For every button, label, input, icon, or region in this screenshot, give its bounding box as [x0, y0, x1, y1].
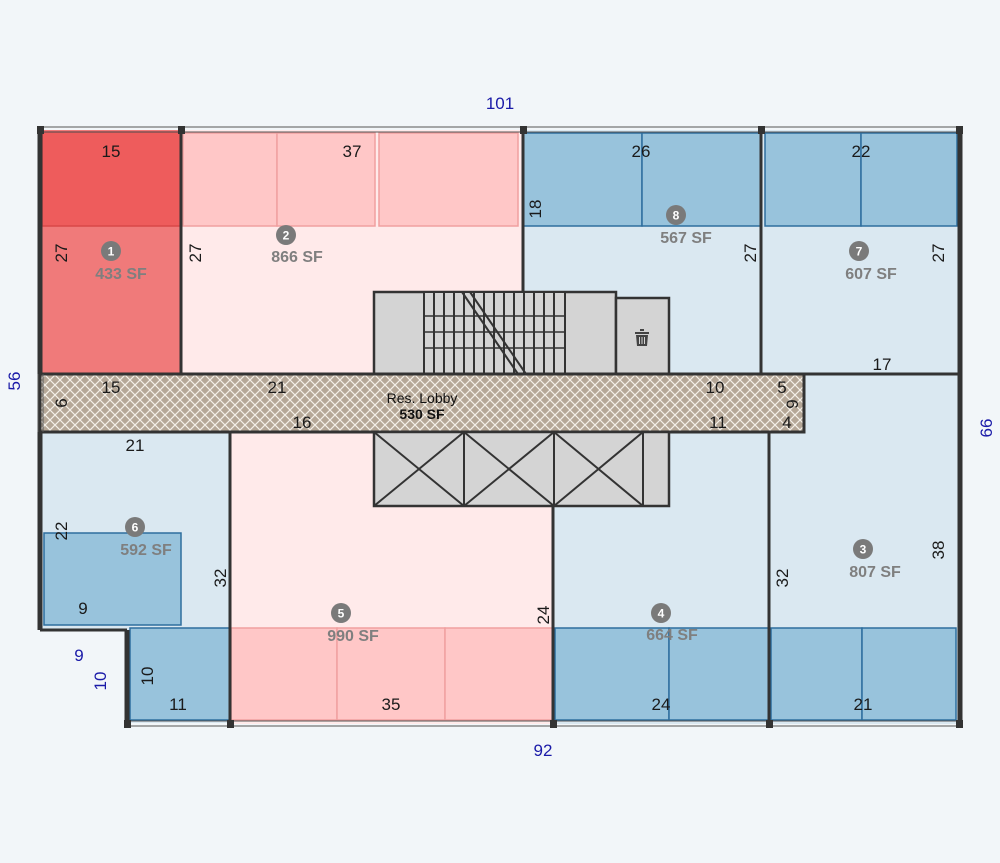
unit-6-bay	[43, 532, 182, 626]
dimension-label: 37	[343, 142, 362, 161]
unit-7-dimensions: 22 27 17	[852, 142, 948, 374]
svg-text:8: 8	[673, 209, 680, 223]
unit-6-bay	[129, 627, 231, 721]
dimension-label: 38	[929, 541, 948, 560]
unit-4-bay	[554, 627, 670, 721]
unit-3-bay	[861, 627, 957, 721]
unit-2-bay	[378, 132, 519, 227]
unit-7-area: 607 SF	[845, 266, 897, 283]
unit-2-area: 866 SF	[271, 249, 323, 266]
unit-2-badge: 2	[276, 225, 296, 245]
outer-dimension-notch-width: 9	[74, 646, 83, 665]
svg-text:1: 1	[108, 245, 115, 259]
unit-8-dimensions: 26 18 27 10	[526, 142, 760, 397]
dimension-label: 11	[709, 413, 727, 432]
outer-dimension-top: 101	[486, 94, 514, 113]
dimension-label: 32	[211, 569, 230, 588]
unit-1-dimensions: 15 27	[52, 142, 120, 262]
unit-2-bay	[276, 132, 376, 227]
svg-text:5: 5	[338, 607, 345, 621]
elevator-icon	[372, 430, 671, 508]
exterior-walls	[37, 130, 963, 724]
unit-8-badge: 8	[666, 205, 686, 225]
svg-text:3: 3	[860, 543, 867, 557]
stair-icon	[372, 290, 618, 376]
unit-8-bay	[641, 132, 762, 227]
dimension-label: 26	[632, 142, 651, 161]
dimension-label: 27	[52, 244, 71, 263]
unit-4-badge: 4	[651, 603, 671, 623]
dimension-label: 10	[706, 378, 725, 397]
dimension-label: 27	[186, 244, 205, 263]
walls	[40, 130, 960, 724]
lobby-dimensions: 6 11 5 4 9	[52, 378, 802, 432]
dimension-label: 32	[773, 569, 792, 588]
svg-text:6: 6	[132, 521, 139, 535]
unit-7-bay	[764, 132, 862, 227]
unit-3-badge: 3	[853, 539, 873, 559]
unit-3-area: 807 SF	[849, 564, 901, 581]
unit-6-badge: 6	[125, 517, 145, 537]
dimension-label: 21	[854, 695, 873, 714]
unit-3-bay	[770, 627, 863, 721]
dimension-label: 5	[777, 378, 786, 397]
window-walls	[37, 126, 960, 727]
unit-5-dimensions: 35 32 16	[211, 413, 400, 714]
dimension-label: 22	[852, 142, 871, 161]
unit-4-bay	[668, 627, 770, 721]
dimension-label: 9	[78, 599, 87, 618]
unit-1-bay	[41, 131, 182, 227]
unit-6-area: 592 SF	[120, 542, 172, 559]
trash-room	[614, 296, 671, 376]
svg-text:7: 7	[856, 245, 863, 259]
dimension-label: 17	[873, 355, 892, 374]
lobby-name: Res. Lobby	[387, 390, 458, 406]
unit-5-area: 990 SF	[327, 628, 379, 645]
dimension-label: 22	[52, 522, 71, 541]
dimension-label: 6	[52, 398, 71, 407]
unit-8-area: 567 SF	[660, 230, 712, 247]
unit-4-area: 664 SF	[646, 627, 698, 644]
unit-2-dimensions: 37 27 21 15	[102, 142, 362, 397]
dimension-label: 16	[293, 413, 312, 432]
dimension-label: 24	[652, 695, 671, 714]
unit-4-dimensions: 24 24	[534, 606, 670, 714]
dimension-label: 27	[741, 244, 760, 263]
dimension-label: 10	[138, 667, 157, 686]
trash-icon	[635, 329, 649, 346]
outer-dimensions: 101 92 56 66 9 10	[5, 94, 996, 760]
outer-dimension-right: 66	[977, 419, 996, 438]
unit-1-area: 433 SF	[95, 266, 147, 283]
wall-posts	[37, 126, 963, 728]
unit-5-bay	[336, 627, 446, 721]
unit-5-badge: 5	[331, 603, 351, 623]
dimension-label: 4	[782, 413, 791, 432]
dimension-label: 18	[526, 200, 545, 219]
dimension-label: 27	[929, 244, 948, 263]
dimension-label: 9	[783, 399, 802, 408]
dimension-label: 21	[268, 378, 287, 397]
dimension-label: 15	[102, 142, 121, 161]
unit-6-dimensions: 21 22 9 11 10	[52, 436, 187, 714]
dimension-label: 11	[169, 695, 187, 714]
dimension-label: 35	[382, 695, 401, 714]
lobby-area: 530 SF	[399, 406, 445, 422]
unit-5-bay	[444, 627, 554, 721]
svg-text:2: 2	[283, 229, 290, 243]
unit-1-badge: 1	[101, 241, 121, 261]
unit-8-bay	[522, 132, 643, 227]
svg-text:4: 4	[658, 607, 665, 621]
outer-dimension-bottom: 92	[534, 741, 553, 760]
unit-7-badge: 7	[849, 241, 869, 261]
dimension-label: 24	[534, 606, 553, 625]
unit-5-bay	[230, 627, 338, 721]
unit-2-bay	[182, 132, 278, 227]
outer-dimension-notch-height: 10	[91, 672, 110, 691]
unit-3-dimensions: 38 32 21	[773, 541, 948, 714]
dimension-label: 21	[126, 436, 145, 455]
unit-7-bay	[860, 132, 958, 227]
outer-dimension-left: 56	[5, 372, 24, 391]
dimension-label: 15	[102, 378, 121, 397]
